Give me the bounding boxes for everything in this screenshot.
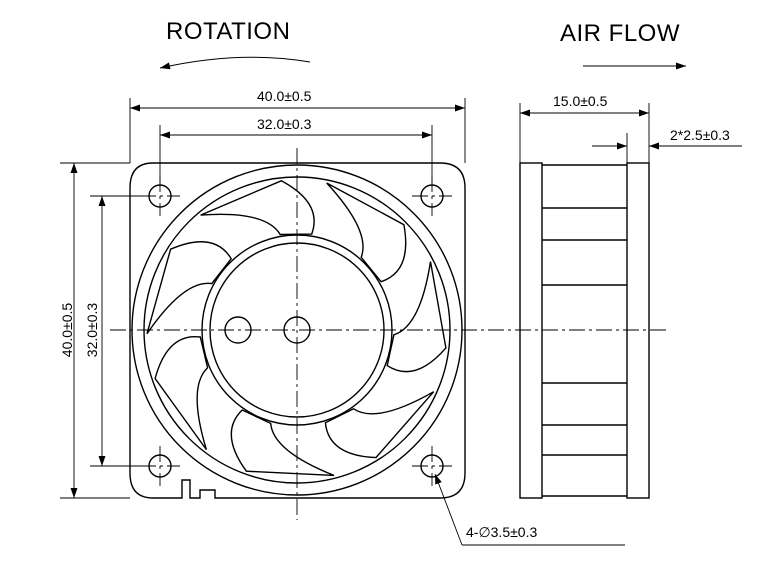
fan-blades	[146, 180, 447, 477]
fan-blade	[230, 409, 335, 477]
fan-blade	[326, 182, 407, 283]
fan-blade	[324, 391, 435, 459]
flange-thickness-label: 2*2.5±0.3	[670, 127, 730, 143]
hole-leader-line	[434, 473, 463, 546]
fan-blade	[386, 261, 447, 373]
fan-blade	[200, 180, 315, 236]
hole-spacing-height-label: 32.0±0.3	[84, 302, 100, 358]
mounting-holes	[148, 184, 444, 478]
side-flange-right	[626, 162, 650, 499]
side-view	[519, 162, 650, 499]
overall-height-label: 40.0±0.5	[59, 302, 75, 358]
side-flange-left	[519, 162, 543, 499]
fan-blade	[146, 241, 233, 335]
center-lines	[110, 148, 670, 520]
fan-frame-outline	[129, 162, 466, 499]
dimension-lines	[60, 98, 742, 546]
overall-width-label: 40.0±0.5	[257, 88, 312, 104]
hole-spacing-width-label: 32.0±0.3	[257, 116, 312, 132]
mounting-holes-label: 4-∅3.5±0.3	[466, 524, 538, 540]
rotation-arrow	[159, 56, 311, 70]
front-view	[129, 162, 466, 499]
air-flow-title: AIR FLOW	[560, 20, 681, 47]
fan-blade	[154, 335, 209, 451]
rotation-title: ROTATION	[166, 18, 291, 45]
depth-label: 15.0±0.5	[553, 93, 608, 109]
direction-arrows	[159, 56, 686, 70]
